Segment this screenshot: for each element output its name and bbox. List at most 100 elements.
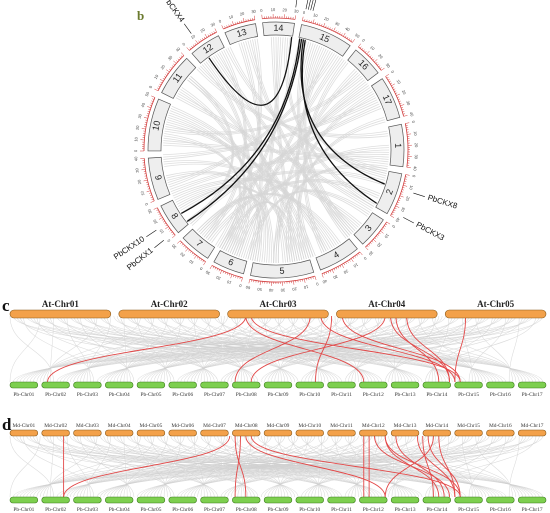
background-link: [219, 38, 263, 249]
tick: [319, 23, 321, 26]
background-link: [173, 315, 413, 383]
bottom-chromosome-label: Pb-Chr06: [172, 507, 193, 513]
tick-label: 20: [282, 7, 288, 12]
background-link: [273, 37, 298, 262]
background-link: [176, 186, 293, 262]
bottom-chromosome: [327, 496, 356, 504]
tick: [224, 26, 226, 29]
syntenic-link: [320, 315, 456, 383]
tick: [148, 108, 151, 111]
tick: [235, 275, 237, 278]
tick-label: 0: [411, 120, 417, 124]
tick: [381, 228, 384, 231]
tick: [397, 96, 400, 98]
background-link: [295, 48, 327, 259]
gene-leader: [183, 23, 192, 34]
tick: [232, 21, 234, 26]
background-link: [431, 435, 517, 498]
chromosome-5: [250, 259, 315, 279]
background-link: [237, 315, 296, 383]
tick: [241, 277, 243, 282]
tick-label: 20: [152, 218, 159, 225]
tick: [248, 279, 250, 284]
background-link: [296, 49, 329, 258]
bottom-chromosome: [263, 496, 293, 504]
background-link: [247, 190, 370, 260]
tick: [377, 234, 380, 236]
bottom-chromosome-label: Pb-Chr15: [458, 507, 479, 513]
tick: [323, 23, 326, 27]
syntenic-link: [234, 315, 311, 383]
background-link: [425, 435, 537, 498]
top-chromosome: [9, 429, 39, 437]
background-link: [354, 435, 379, 498]
bottom-chromosome: [200, 496, 229, 504]
background-link: [165, 74, 361, 133]
chromosome-label-6: 6: [227, 257, 235, 268]
tick: [202, 38, 204, 40]
panel-b-letter: b: [137, 8, 144, 23]
tick: [221, 25, 224, 30]
background-link: [23, 435, 95, 498]
chromosome-1: [388, 123, 405, 168]
background-link: [163, 137, 240, 250]
tick: [348, 38, 351, 41]
background-link: [307, 435, 453, 498]
tick: [381, 67, 385, 71]
tick: [369, 55, 372, 58]
tick: [159, 83, 162, 86]
tick-label: 40: [409, 111, 415, 117]
chromosome-10: [147, 98, 171, 152]
background-link: [231, 144, 389, 255]
tick-label: 30: [400, 206, 407, 213]
bottom-chromosome-label: Pb-Chr16: [490, 507, 511, 513]
background-link: [431, 435, 450, 498]
background-link: [180, 89, 246, 254]
background-link: [207, 315, 245, 383]
syntenic-link: [250, 315, 461, 383]
tick-label: 0: [390, 69, 396, 74]
bottom-chromosome: [390, 381, 420, 389]
tick: [184, 246, 187, 249]
tick: [304, 278, 306, 283]
background-link: [163, 135, 241, 251]
background-link: [240, 56, 341, 258]
top-chromosome: [104, 429, 134, 437]
background-link: [169, 151, 389, 190]
tick: [339, 32, 341, 35]
tick: [350, 258, 354, 262]
bottom-chromosome-label: Pb-Chr14: [426, 392, 447, 398]
tick: [396, 203, 399, 205]
tick: [147, 106, 152, 108]
background-link: [164, 163, 331, 250]
tick: [185, 248, 189, 252]
syntenic-link: [384, 435, 440, 498]
tick: [173, 60, 177, 64]
tick: [333, 268, 336, 271]
tick-label: 10: [226, 279, 233, 285]
tick: [352, 257, 355, 260]
tick: [402, 113, 406, 115]
syntenic-link: [384, 435, 461, 498]
tick: [352, 38, 355, 43]
tick: [341, 264, 345, 269]
chromosome-label-9: 9: [153, 174, 164, 181]
background-link: [234, 147, 389, 256]
background-link: [236, 149, 390, 257]
tick: [337, 31, 339, 34]
background-link: [70, 435, 329, 498]
top-chromosome-label: Md-Chr08: [235, 423, 258, 429]
tick: [189, 47, 192, 50]
background-link: [80, 435, 131, 498]
tick: [226, 272, 229, 275]
background-link: [36, 435, 135, 498]
background-link: [291, 315, 363, 383]
bottom-chromosome-label: Pb-Chr05: [140, 507, 161, 513]
background-link: [123, 435, 128, 498]
bottom-chromosome-label: Pb-Chr17: [522, 392, 543, 398]
tick-label: 10: [190, 33, 197, 40]
background-link: [214, 315, 533, 383]
background-link: [46, 435, 98, 498]
top-chromosome-label: Md-Chr10: [298, 423, 321, 429]
